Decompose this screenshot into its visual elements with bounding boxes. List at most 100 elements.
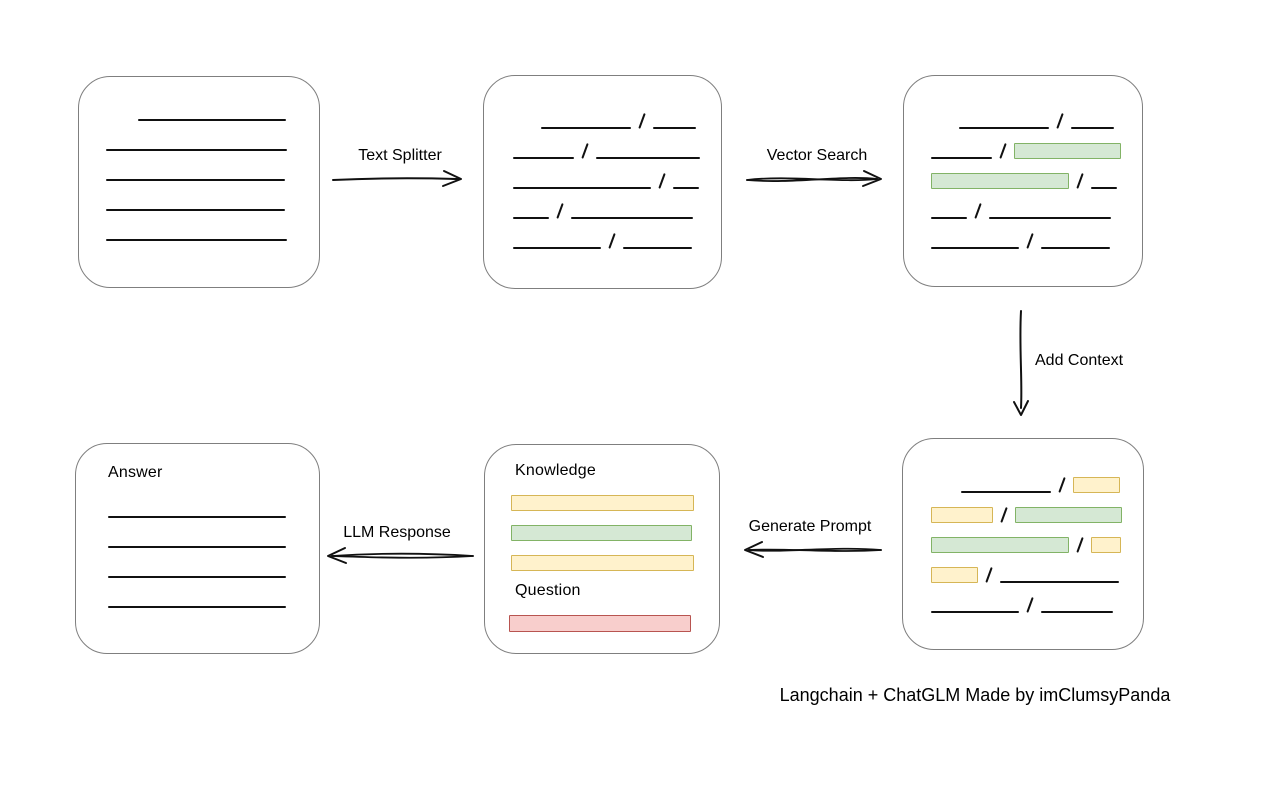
text-row <box>106 164 287 181</box>
text-line <box>931 217 967 219</box>
text-line <box>108 576 286 578</box>
source-document-box <box>78 76 320 288</box>
text-line <box>106 179 285 181</box>
yellow-bar <box>511 495 694 511</box>
vector-search-arrow-group: Vector Search <box>744 145 890 189</box>
yellow-chunk <box>1073 477 1121 493</box>
text-line <box>106 149 287 151</box>
answer-box: Answer <box>75 443 320 654</box>
text-row <box>513 172 700 189</box>
text-line <box>961 491 1051 493</box>
slash-separator <box>1076 173 1085 189</box>
text-line <box>108 546 286 548</box>
text-row <box>108 561 286 578</box>
text-line <box>108 606 286 608</box>
text-row <box>108 531 286 548</box>
vector-matched-rows <box>931 112 1122 249</box>
generate-prompt-label: Generate Prompt <box>748 518 872 535</box>
slash-separator <box>608 233 617 249</box>
text-line <box>1041 247 1111 249</box>
llm-response-arrow-group: LLM Response <box>318 522 476 566</box>
answer-heading: Answer <box>108 464 163 481</box>
text-line <box>989 217 1112 219</box>
document-lines <box>106 104 287 241</box>
text-row <box>931 142 1122 159</box>
context-chunks-box <box>902 438 1144 650</box>
left-arrow-icon <box>327 547 474 564</box>
slash-separator <box>985 567 994 583</box>
split-text-box <box>483 75 722 289</box>
text-row <box>931 596 1122 613</box>
slash-separator <box>974 203 983 219</box>
slash-separator <box>556 203 565 219</box>
green-chunk <box>1014 143 1122 159</box>
text-line <box>1041 611 1114 613</box>
text-row <box>541 112 700 129</box>
text-row <box>108 501 286 518</box>
slash-separator <box>1076 537 1085 553</box>
green-chunk <box>931 537 1069 553</box>
text-row <box>931 566 1122 583</box>
text-line <box>106 209 285 211</box>
text-row <box>106 134 287 151</box>
text-row <box>931 172 1121 189</box>
prompt-box: Knowledge Question <box>484 444 720 654</box>
text-row <box>931 506 1123 523</box>
text-row <box>106 194 287 211</box>
slash-separator <box>1058 477 1067 493</box>
text-row <box>931 202 1121 219</box>
text-line <box>653 127 697 129</box>
text-splitter-label: Text Splitter <box>358 147 442 164</box>
text-line <box>513 157 574 159</box>
text-line <box>108 516 286 518</box>
slash-separator <box>658 173 667 189</box>
add-context-label: Add Context <box>1035 352 1124 369</box>
llm-response-label: LLM Response <box>343 524 451 541</box>
text-row <box>106 224 287 241</box>
yellow-bar <box>511 555 694 571</box>
question-heading: Question <box>515 582 581 599</box>
text-line <box>571 217 694 219</box>
text-line <box>673 187 700 189</box>
yellow-chunk <box>1091 537 1122 553</box>
generate-prompt-arrow-group: Generate Prompt <box>736 516 884 560</box>
vector-search-label: Vector Search <box>766 147 868 164</box>
vector-matched-box <box>903 75 1143 287</box>
slash-separator <box>1056 113 1065 129</box>
diagram-caption: Langchain + ChatGLM Made by imClumsyPand… <box>779 685 1171 705</box>
slash-separator <box>999 143 1008 159</box>
text-splitter-arrow-group: Text Splitter <box>330 145 470 189</box>
text-row <box>138 104 287 121</box>
text-line <box>513 187 651 189</box>
context-chunks-rows <box>931 476 1123 613</box>
knowledge-bars <box>511 495 694 571</box>
text-line <box>106 239 287 241</box>
text-line <box>1091 187 1118 189</box>
text-row <box>961 476 1122 493</box>
down-arrow-icon <box>1013 310 1029 416</box>
question-bar <box>509 615 691 632</box>
text-line <box>596 157 701 159</box>
slash-separator <box>1026 597 1035 613</box>
knowledge-heading: Knowledge <box>515 462 596 479</box>
slash-separator <box>581 143 590 159</box>
text-line <box>959 127 1049 129</box>
green-chunk <box>931 173 1069 189</box>
text-row <box>959 112 1121 129</box>
right-arrow-icon <box>746 170 882 187</box>
left-arrow-icon <box>744 541 882 558</box>
text-line <box>138 119 286 121</box>
text-row <box>513 142 701 159</box>
text-line <box>513 217 549 219</box>
text-row <box>513 232 700 249</box>
text-row <box>513 202 700 219</box>
right-arrow-icon <box>332 170 462 187</box>
green-chunk <box>1015 507 1123 523</box>
answer-lines <box>108 501 286 608</box>
slash-separator <box>638 113 647 129</box>
text-row <box>931 232 1121 249</box>
yellow-chunk <box>931 567 978 583</box>
text-line <box>623 247 693 249</box>
red-bar <box>509 615 691 632</box>
